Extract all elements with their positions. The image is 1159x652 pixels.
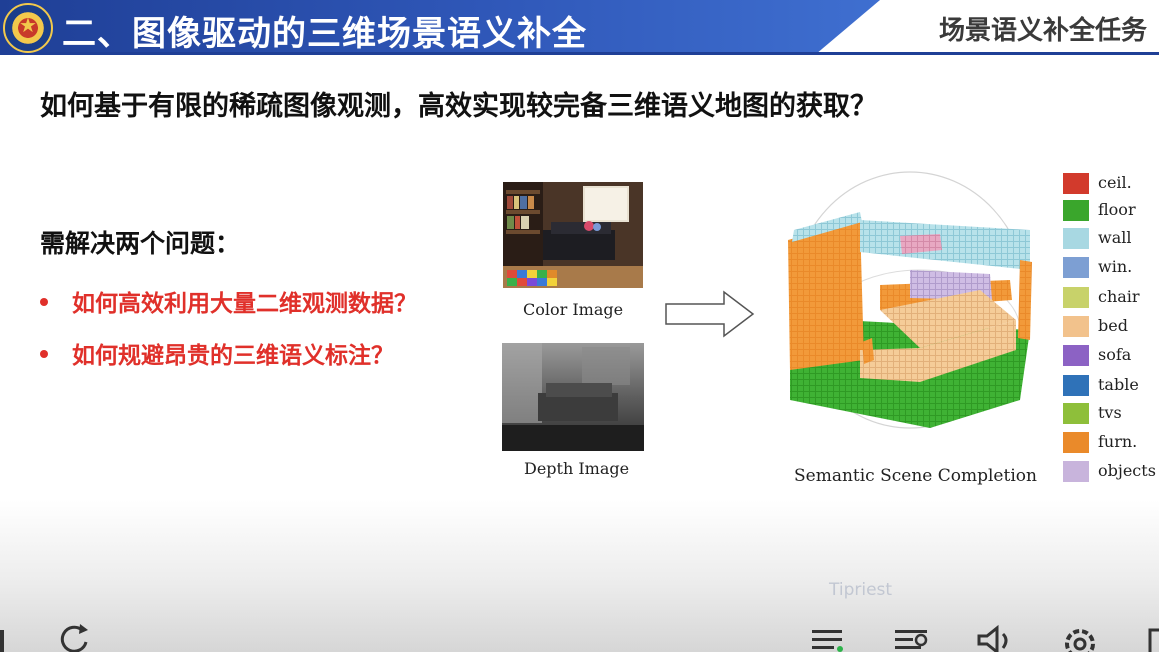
progress-marker-icon[interactable] bbox=[0, 622, 8, 652]
bullet-dot-icon bbox=[40, 297, 48, 306]
depth-image-caption: Depth Image bbox=[524, 459, 630, 478]
problem-text: 如何高效利用大量二维观测数据？ bbox=[72, 291, 417, 317]
legend-label: table bbox=[1098, 375, 1139, 394]
legend-swatch bbox=[1063, 257, 1089, 278]
legend-swatch bbox=[1063, 403, 1089, 424]
semantic-scene-voxels bbox=[788, 171, 1032, 429]
legend-label: furn. bbox=[1098, 432, 1138, 451]
scene-completion-caption: Semantic Scene Completion bbox=[794, 466, 1037, 486]
bullet-dot-icon bbox=[40, 349, 48, 358]
color-image bbox=[503, 182, 643, 288]
legend-label: tvs bbox=[1098, 403, 1122, 422]
legend-swatch bbox=[1063, 316, 1089, 337]
problem-item: 如何规避昂贵的三维语义标注？ bbox=[40, 336, 394, 370]
legend-label: chair bbox=[1098, 287, 1140, 306]
legend-swatch bbox=[1063, 228, 1089, 249]
header-underline bbox=[0, 52, 1159, 55]
problem-item: 如何高效利用大量二维观测数据？ bbox=[40, 284, 417, 318]
player-controls-overlay bbox=[0, 500, 1159, 652]
legend-label: win. bbox=[1098, 257, 1133, 276]
main-question: 如何基于有限的稀疏图像观测，高效实现较完备三维语义地图的获取？ bbox=[40, 91, 877, 122]
replay-icon[interactable] bbox=[58, 622, 92, 652]
legend-label: sofa bbox=[1098, 345, 1132, 364]
legend-swatch bbox=[1063, 432, 1089, 453]
depth-image bbox=[502, 343, 644, 451]
settings-icon[interactable] bbox=[1060, 622, 1100, 652]
color-image-caption: Color Image bbox=[523, 300, 624, 319]
section-title: 场景语义补全任务 bbox=[938, 16, 1147, 46]
legend-label: wall bbox=[1098, 228, 1132, 247]
subtitles-icon[interactable] bbox=[893, 622, 931, 652]
legend-label: bed bbox=[1098, 316, 1128, 335]
problem-text: 如何规避昂贵的三维语义标注？ bbox=[72, 343, 394, 369]
playlist-icon[interactable] bbox=[810, 622, 848, 652]
legend-swatch bbox=[1063, 200, 1089, 221]
legend-swatch bbox=[1063, 375, 1089, 396]
header-band bbox=[0, 0, 880, 52]
slide-header: ★ 二、图像驱动的三维场景语义补全 场景语义补全任务 bbox=[0, 0, 1159, 55]
slide-title: 二、图像驱动的三维场景语义补全 bbox=[62, 14, 587, 54]
fullscreen-icon[interactable] bbox=[1146, 622, 1159, 652]
legend-label: objects bbox=[1098, 461, 1156, 480]
legend-swatch bbox=[1063, 345, 1089, 366]
right-arrow-icon bbox=[665, 290, 755, 338]
legend-swatch bbox=[1063, 287, 1089, 308]
problems-heading: 需解决两个问题： bbox=[40, 229, 241, 258]
university-emblem-icon: ★ bbox=[3, 3, 53, 53]
legend-swatch bbox=[1063, 461, 1089, 482]
volume-icon[interactable] bbox=[975, 622, 1015, 652]
legend-label: ceil. bbox=[1098, 173, 1132, 192]
legend-label: floor bbox=[1098, 200, 1136, 219]
legend-swatch bbox=[1063, 173, 1089, 194]
watermark: Tipriest bbox=[829, 580, 893, 600]
